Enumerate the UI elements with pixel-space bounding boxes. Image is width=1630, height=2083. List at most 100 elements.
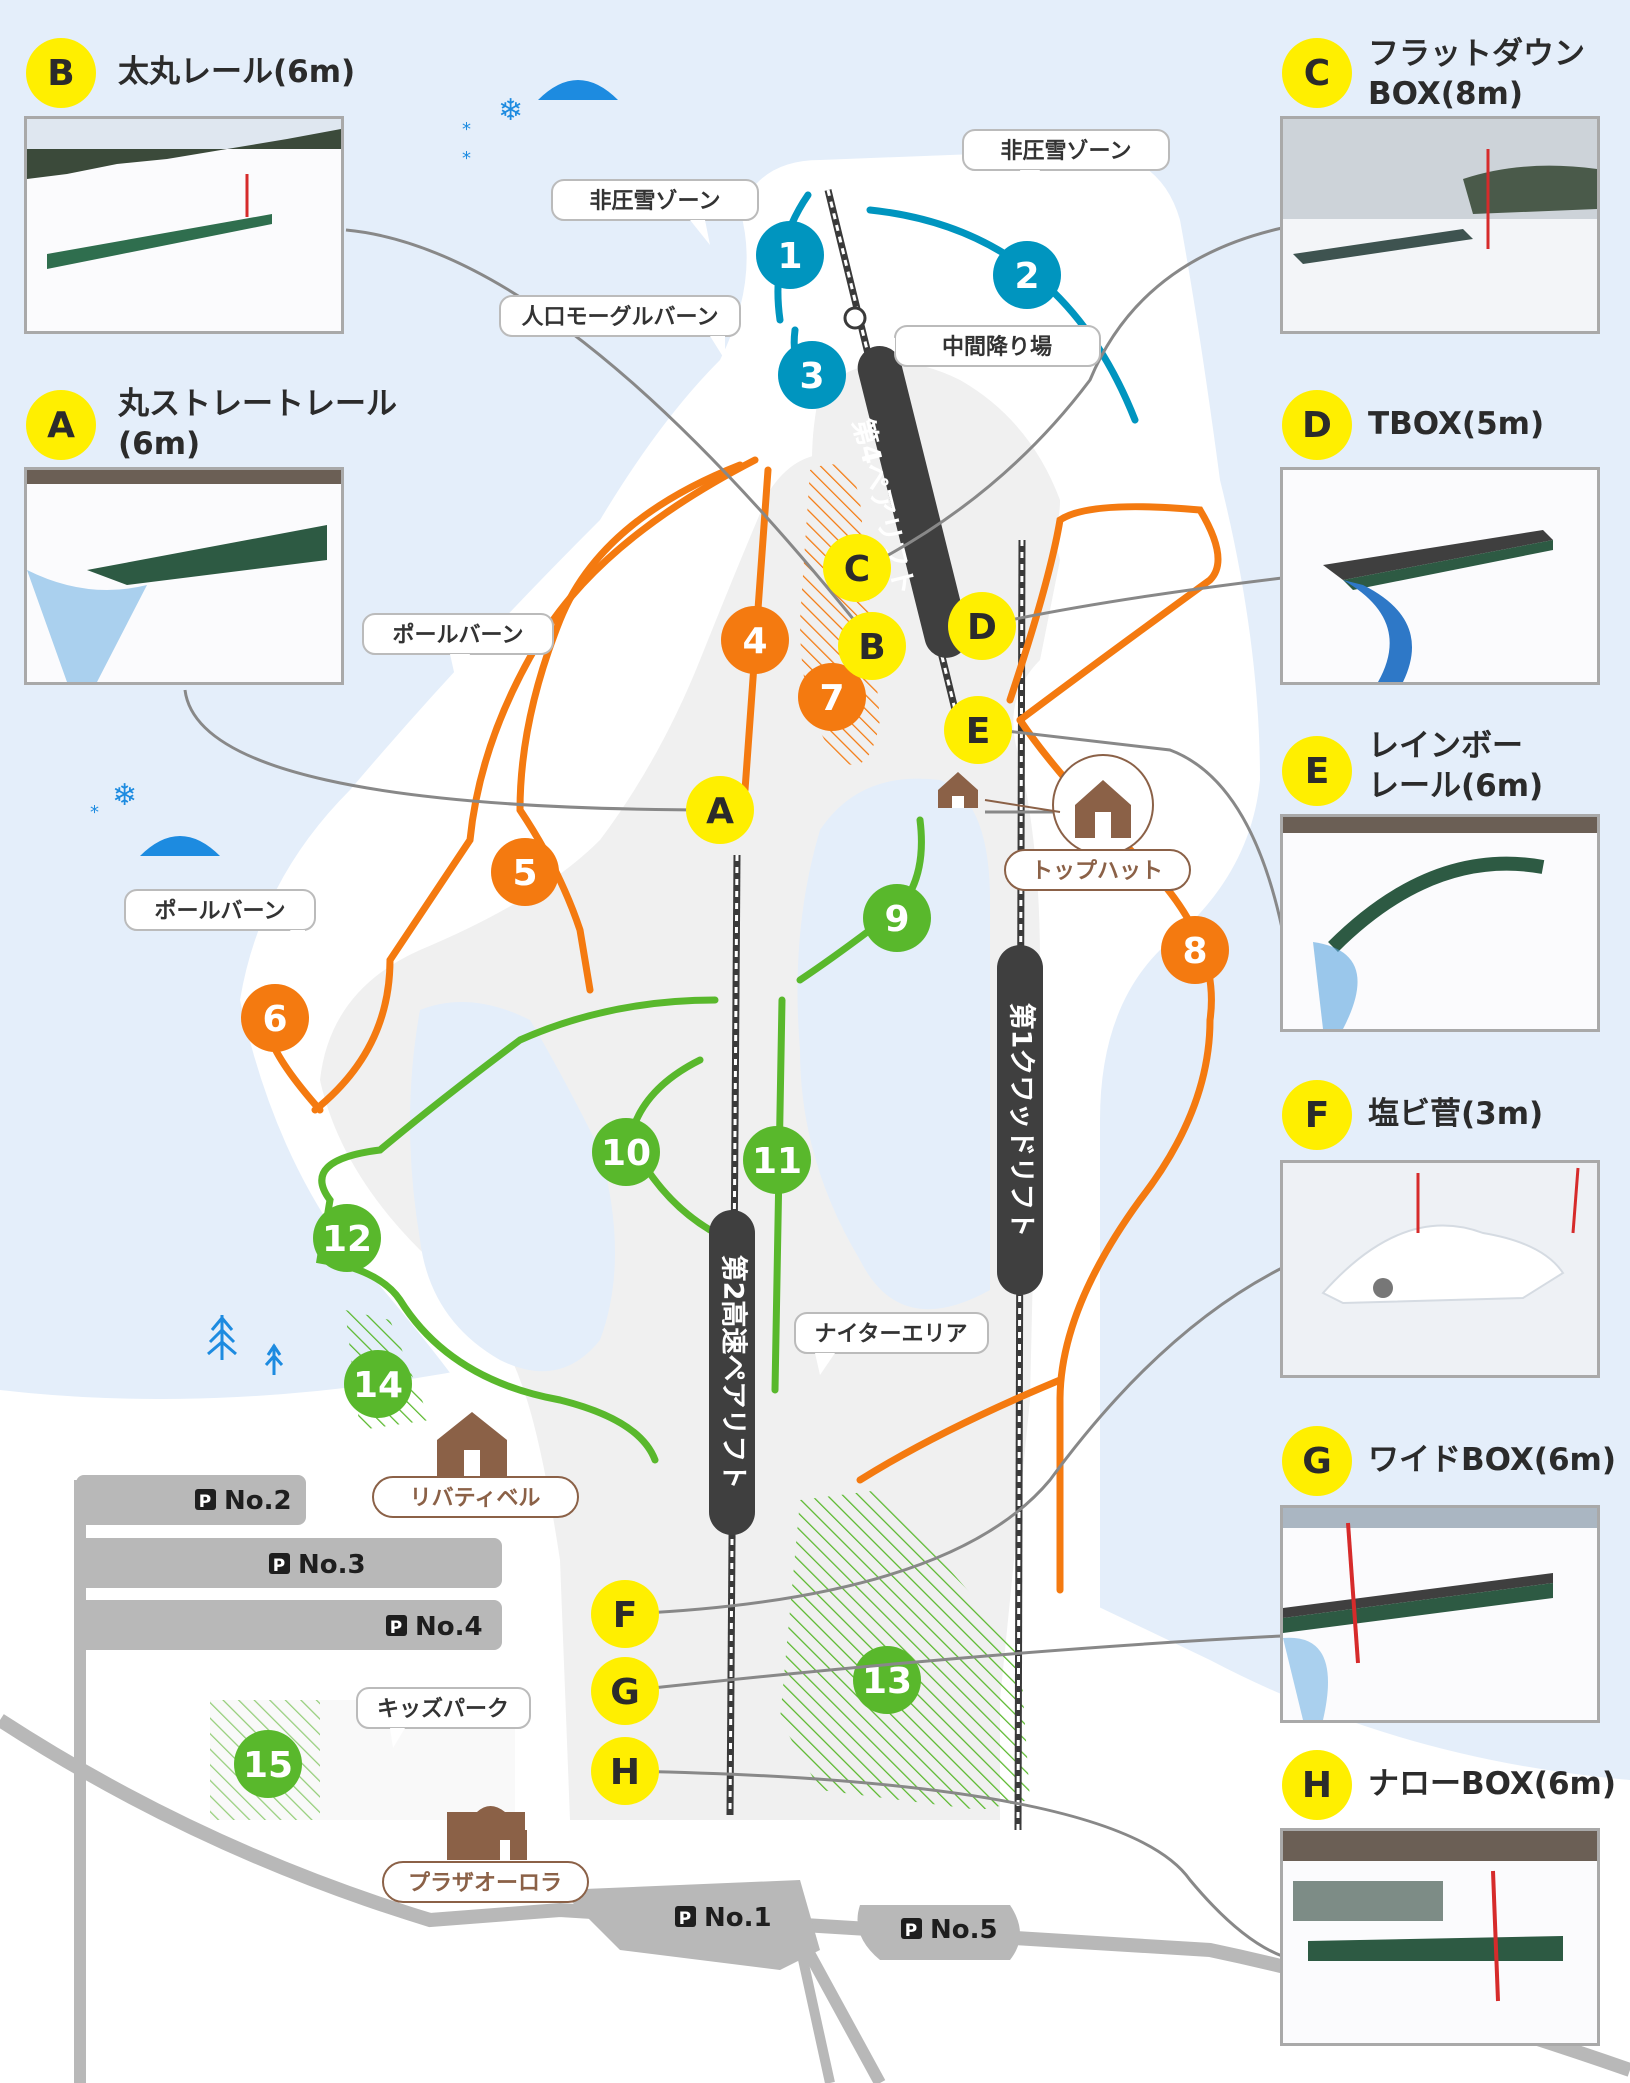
feature-connectors <box>183 226 1284 1958</box>
legend-badge-G: G <box>1282 1426 1352 1496</box>
map-badge-F[interactable]: F <box>591 1580 659 1648</box>
map-badge-A[interactable]: A <box>686 776 754 844</box>
map-badge-C[interactable]: C <box>823 534 891 602</box>
svg-text:No.3: No.3 <box>298 1550 366 1580</box>
callout-non-groomed-2: 非圧雪ゾーン <box>962 129 1170 200</box>
snowflake-icon: * <box>90 802 99 823</box>
map-badge-D[interactable]: D <box>948 592 1016 660</box>
legend-badge-B: B <box>26 38 96 108</box>
course-badge-10[interactable]: 10 <box>592 1118 660 1186</box>
callout-night-area: ナイターエリア <box>794 1312 989 1375</box>
photo-a-straight-rail <box>24 467 344 685</box>
svg-text:中間降り場: 中間降り場 <box>942 335 1052 360</box>
course-badge-7[interactable]: 7 <box>798 663 866 731</box>
map-callouts: 非圧雪ゾーン 非圧雪ゾーン 人口モーグルバーン 中間降り場 ポールバーン ポール… <box>124 129 1170 1748</box>
photo-f-pvc-pipe <box>1280 1160 1600 1378</box>
callout-pole-2: ポールバーン <box>124 889 316 955</box>
photo-c-flat-down-box <box>1280 116 1600 334</box>
tree-icon <box>207 1315 284 1375</box>
parking-label-no2[interactable]: P No.2 <box>195 1486 292 1516</box>
map-badge-E[interactable]: E <box>944 696 1012 764</box>
parking-label-no5[interactable]: P No.5 <box>901 1915 998 1945</box>
legend-name-G: ワイドBOX(6m) <box>1368 1442 1616 1478</box>
photo-h-narrow-box <box>1280 1828 1600 2046</box>
liberty-bell-label[interactable]: リバティベル <box>372 1476 579 1518</box>
svg-text:ポールバーン: ポールバーン <box>155 898 286 924</box>
svg-text:1: 1 <box>777 236 802 277</box>
svg-text:14: 14 <box>353 1365 403 1406</box>
course-badge-3[interactable]: 3 <box>778 341 846 409</box>
parking-no2 <box>76 1475 306 1525</box>
mountain-icon <box>538 80 618 100</box>
parking-label-no4[interactable]: P No.4 <box>386 1612 483 1642</box>
course-badge-13[interactable]: 13 <box>853 1646 921 1714</box>
svg-text:E: E <box>966 711 991 752</box>
map-badge-H[interactable]: H <box>591 1737 659 1805</box>
svg-text:P: P <box>679 1909 691 1929</box>
course-badge-4[interactable]: 4 <box>721 606 789 674</box>
lift2-label: 第2高速ペアリフト <box>718 1255 750 1490</box>
svg-text:No.4: No.4 <box>415 1612 483 1642</box>
mountain-icon <box>140 836 220 856</box>
parking-label-no1[interactable]: P No.1 <box>675 1903 772 1933</box>
callout-pole-1: ポールバーン <box>362 613 554 690</box>
course-badge-8[interactable]: 8 <box>1161 916 1229 984</box>
blue-gap-2 <box>410 1002 615 1372</box>
svg-text:No.2: No.2 <box>224 1486 292 1516</box>
course-badge-9[interactable]: 9 <box>863 884 931 952</box>
svg-text:C: C <box>844 549 870 590</box>
course-badge-11[interactable]: 11 <box>743 1126 811 1194</box>
photo-d-t-box <box>1280 467 1600 685</box>
course-badge-12[interactable]: 12 <box>313 1204 381 1272</box>
blue-gap-1 <box>797 778 990 1310</box>
callout-kids-park: キッズパーク <box>356 1687 531 1748</box>
svg-text:7: 7 <box>819 678 844 719</box>
course-badge-14[interactable]: 14 <box>344 1350 412 1418</box>
map-badge-G[interactable]: G <box>591 1657 659 1725</box>
lift-badges <box>709 346 1043 1535</box>
svg-text:2: 2 <box>1014 256 1039 297</box>
svg-text:P: P <box>199 1492 211 1512</box>
legend-badge-D: D <box>1282 390 1352 460</box>
liberty-bell-house-icon <box>437 1412 507 1476</box>
map-badge-B[interactable]: B <box>838 612 906 680</box>
decorations: ❄ ❄ * * * <box>90 80 618 1375</box>
svg-text:A: A <box>706 791 734 832</box>
svg-text:13: 13 <box>862 1661 912 1702</box>
callout-midway: 中間降り場 <box>875 325 1101 367</box>
parking-label-no3[interactable]: P No.3 <box>269 1550 366 1580</box>
legend-name-B: 太丸レール(6m) <box>118 54 356 90</box>
svg-text:ポールバーン: ポールバーン <box>393 622 524 648</box>
course-badge-2[interactable]: 2 <box>993 241 1061 309</box>
course-badge-5[interactable]: 5 <box>491 838 559 906</box>
svg-text:ナイターエリア: ナイターエリア <box>814 1322 967 1347</box>
svg-text:8: 8 <box>1182 931 1207 972</box>
house-icon <box>938 772 978 808</box>
svg-text:キッズパーク: キッズパーク <box>377 1696 509 1722</box>
svg-text:プラザオーロラ: プラザオーロラ <box>408 1871 562 1896</box>
top-hut-house-icon <box>984 754 1154 856</box>
course-badge-15[interactable]: 15 <box>234 1730 302 1798</box>
course-badge-6[interactable]: 6 <box>241 984 309 1052</box>
callout-mogul: 人口モーグルバーン <box>499 295 741 360</box>
legend-name-D: TBOX(5m) <box>1368 406 1545 442</box>
course-badge-1[interactable]: 1 <box>756 221 824 289</box>
buildings: トップハット リバティベル プラザオーロラ <box>372 754 1191 1903</box>
parking-no4 <box>76 1600 502 1650</box>
svg-text:No.5: No.5 <box>930 1915 998 1945</box>
svg-text:12: 12 <box>322 1219 372 1260</box>
photo-g-wide-box <box>1280 1505 1600 1723</box>
legend-badge-E: E <box>1282 736 1352 806</box>
top-hut-label[interactable]: トップハット <box>1004 849 1191 891</box>
lift1-label: 第1クワッドリフト <box>1006 1003 1038 1238</box>
svg-text:15: 15 <box>243 1745 293 1786</box>
svg-text:B: B <box>858 627 885 668</box>
callout-non-groomed-1: 非圧雪ゾーン <box>551 179 759 245</box>
svg-text:D: D <box>967 607 997 648</box>
plaza-aurora-label[interactable]: プラザオーロラ <box>382 1861 589 1903</box>
svg-text:G: G <box>610 1672 640 1713</box>
svg-text:非圧雪ゾーン: 非圧雪ゾーン <box>590 188 721 214</box>
svg-text:6: 6 <box>262 999 287 1040</box>
svg-text:リバティベル: リバティベル <box>410 1486 541 1511</box>
